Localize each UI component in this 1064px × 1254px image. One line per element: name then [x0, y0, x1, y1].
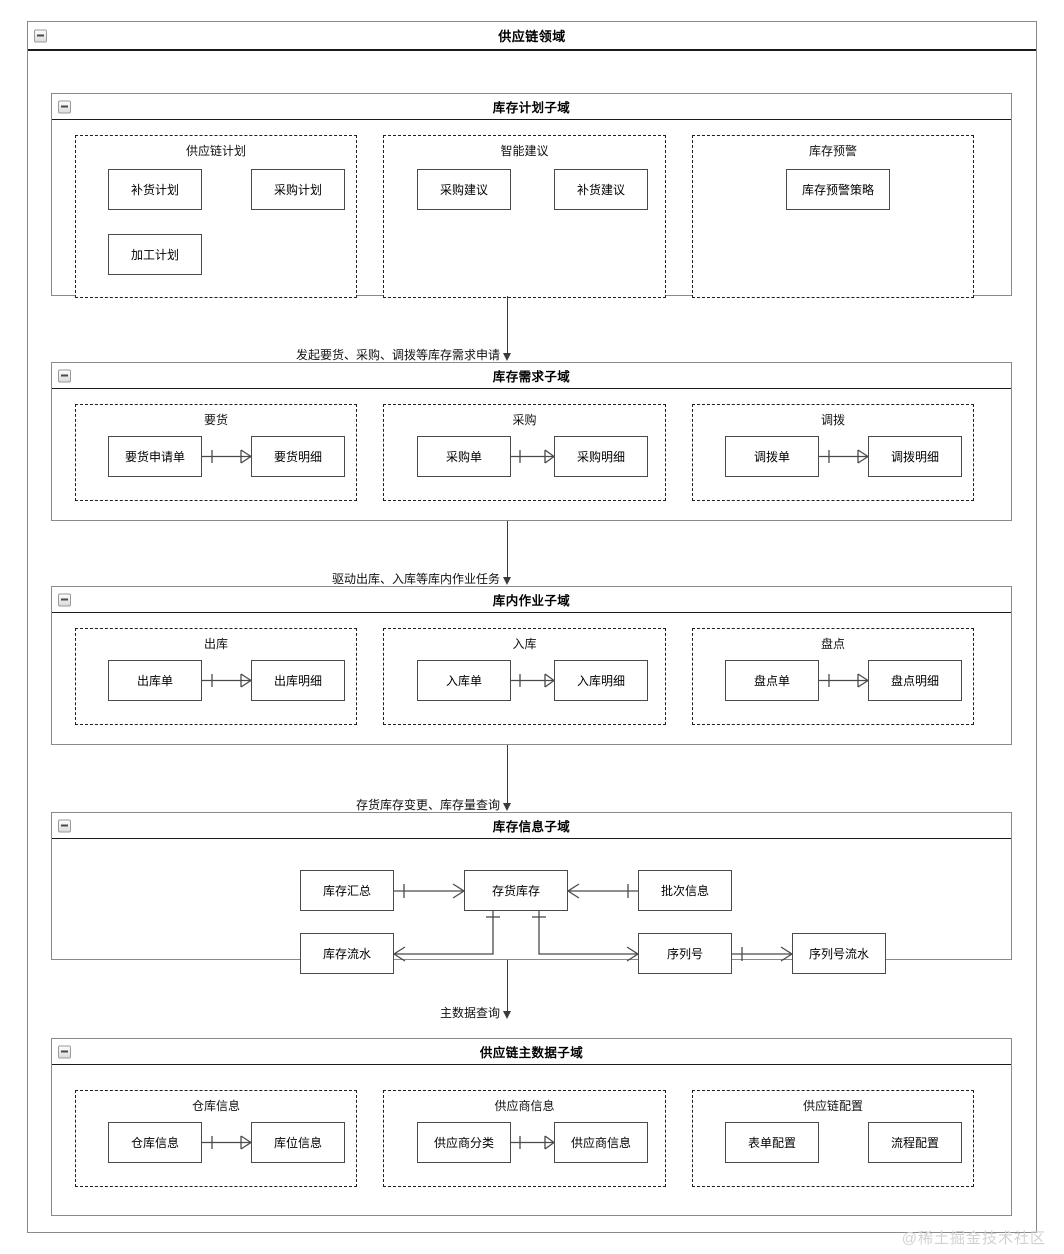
- group-inbound: 入库 入库单 入库明细: [383, 628, 666, 725]
- subdomain-header: 库存信息子域: [52, 813, 1011, 839]
- subdomain-header: 供应链主数据子域: [52, 1039, 1011, 1065]
- group-inventory-alert: 库存预警 库存预警策略: [692, 135, 974, 298]
- flow-label: 主数据查询: [439, 1006, 500, 1020]
- entity-box[interactable]: 批次信息: [638, 870, 732, 911]
- flow-line: [507, 745, 509, 804]
- subdomain-header: 库存需求子域: [52, 363, 1011, 389]
- group-title: 仓库信息: [191, 1099, 240, 1113]
- group-title: 采购: [512, 413, 537, 427]
- flow-label: 发起要货、采购、调拨等库存需求申请: [295, 348, 500, 362]
- flow-line: [507, 960, 509, 1012]
- flow-line: [507, 296, 509, 354]
- group-title: 供应商信息: [494, 1099, 555, 1113]
- subdomain-title: 供应链主数据子域: [479, 1046, 584, 1060]
- minus-square-icon[interactable]: [34, 29, 47, 42]
- group-supply-chain-plan: 供应链计划 补货计划 采购计划 加工计划: [75, 135, 357, 298]
- group-title: 出库: [203, 637, 228, 651]
- subdomain-title: 库存需求子域: [492, 370, 571, 384]
- minus-square-icon[interactable]: [58, 819, 71, 832]
- entity-box[interactable]: 要货申请单: [108, 436, 202, 477]
- group-supply-chain-config: 供应链配置 表单配置 流程配置: [692, 1090, 974, 1187]
- domain-header: 供应链领域: [28, 22, 1036, 51]
- entity-box[interactable]: 调拨明细: [868, 436, 962, 477]
- group-title: 要货: [203, 413, 228, 427]
- subdomain-inventory-plan: 库存计划子域 供应链计划 补货计划 采购计划 加工计划 智能建议 采购建议 补货…: [51, 93, 1012, 298]
- entity-box[interactable]: 采购明细: [554, 436, 648, 477]
- subdomain-title: 库内作业子域: [492, 594, 571, 608]
- subdomain-inventory-info: 库存信息子域: [51, 812, 1012, 974]
- entity-box[interactable]: 表单配置: [725, 1122, 819, 1163]
- entity-box[interactable]: 盘点明细: [868, 660, 962, 701]
- group-title: 供应链计划: [185, 144, 246, 158]
- subdomain-title: 库存信息子域: [492, 820, 571, 834]
- entity-box[interactable]: 补货计划: [108, 169, 202, 210]
- entity-box[interactable]: 入库单: [417, 660, 511, 701]
- group-title: 盘点: [820, 637, 845, 651]
- subdomain-inventory-demand: 库存需求子域 要货 要货申请单 要货明细 采购 采购单: [51, 362, 1012, 521]
- arrow-head-icon: [502, 1011, 511, 1019]
- supply-chain-domain-panel: 供应链领域 库存计划子域 供应链计划 补货计划 采购计划 加工计划 智能建议 采…: [27, 21, 1037, 1233]
- entity-box[interactable]: 序列号流水: [792, 933, 886, 974]
- group-title: 调拨: [820, 413, 845, 427]
- group-supplier-info: 供应商信息 供应商分类 供应商信息: [383, 1090, 666, 1187]
- entity-box[interactable]: 入库明细: [554, 660, 648, 701]
- entity-box[interactable]: 采购计划: [251, 169, 345, 210]
- minus-square-icon[interactable]: [58, 1045, 71, 1058]
- group-title: 供应链配置: [802, 1099, 863, 1113]
- subdomain-header: 库存计划子域: [52, 94, 1011, 120]
- entity-box[interactable]: 库存汇总: [300, 870, 394, 911]
- domain-title: 供应链领域: [498, 29, 566, 44]
- subdomain-warehouse-ops: 库内作业子域 出库 出库单 出库明细 入库 入库单: [51, 586, 1012, 745]
- group-purchase: 采购 采购单 采购明细: [383, 404, 666, 501]
- entity-box[interactable]: 采购建议: [417, 169, 511, 210]
- watermark: @稀土掘金技术社区: [901, 1230, 1046, 1247]
- entity-box[interactable]: 存货库存: [464, 870, 568, 911]
- entity-box[interactable]: 库存预警策略: [786, 169, 890, 210]
- entity-box[interactable]: 盘点单: [725, 660, 819, 701]
- minus-square-icon[interactable]: [58, 593, 71, 606]
- entity-box[interactable]: 采购单: [417, 436, 511, 477]
- entity-box[interactable]: 出库明细: [251, 660, 345, 701]
- arrow-head-icon: [502, 577, 511, 585]
- group-warehouse-info: 仓库信息 仓库信息 库位信息: [75, 1090, 357, 1187]
- entity-box[interactable]: 加工计划: [108, 234, 202, 275]
- group-requisition: 要货 要货申请单 要货明细: [75, 404, 357, 501]
- minus-square-icon[interactable]: [58, 369, 71, 382]
- group-outbound: 出库 出库单 出库明细: [75, 628, 357, 725]
- minus-square-icon[interactable]: [58, 100, 71, 113]
- group-transfer: 调拨 调拨单 调拨明细: [692, 404, 974, 501]
- entity-box[interactable]: 供应商分类: [417, 1122, 511, 1163]
- subdomain-masterdata: 供应链主数据子域 仓库信息 仓库信息 库位信息 供应商信息 供应商: [51, 1038, 1012, 1216]
- group-smart-suggestion: 智能建议 采购建议 补货建议: [383, 135, 666, 298]
- arrow-head-icon: [502, 803, 511, 811]
- flow-label: 存货库存变更、库存量查询: [355, 798, 500, 812]
- group-title: 库存预警: [808, 144, 857, 158]
- entity-box[interactable]: 出库单: [108, 660, 202, 701]
- entity-box[interactable]: 流程配置: [868, 1122, 962, 1163]
- entity-box[interactable]: 补货建议: [554, 169, 648, 210]
- entity-box[interactable]: 库存流水: [300, 933, 394, 974]
- entity-box[interactable]: 调拨单: [725, 436, 819, 477]
- group-stocktake: 盘点 盘点单 盘点明细: [692, 628, 974, 725]
- entity-box[interactable]: 仓库信息: [108, 1122, 202, 1163]
- group-title: 智能建议: [500, 144, 549, 158]
- entity-box[interactable]: 库位信息: [251, 1122, 345, 1163]
- entity-box[interactable]: 要货明细: [251, 436, 345, 477]
- flow-label: 驱动出库、入库等库内作业任务: [331, 572, 500, 586]
- subdomain-title: 库存计划子域: [492, 101, 571, 115]
- subdomain-header: 库内作业子域: [52, 587, 1011, 613]
- entity-box[interactable]: 序列号: [638, 933, 732, 974]
- flow-line: [507, 521, 509, 578]
- group-title: 入库: [512, 637, 537, 651]
- entity-box[interactable]: 供应商信息: [554, 1122, 648, 1163]
- arrow-head-icon: [502, 353, 511, 361]
